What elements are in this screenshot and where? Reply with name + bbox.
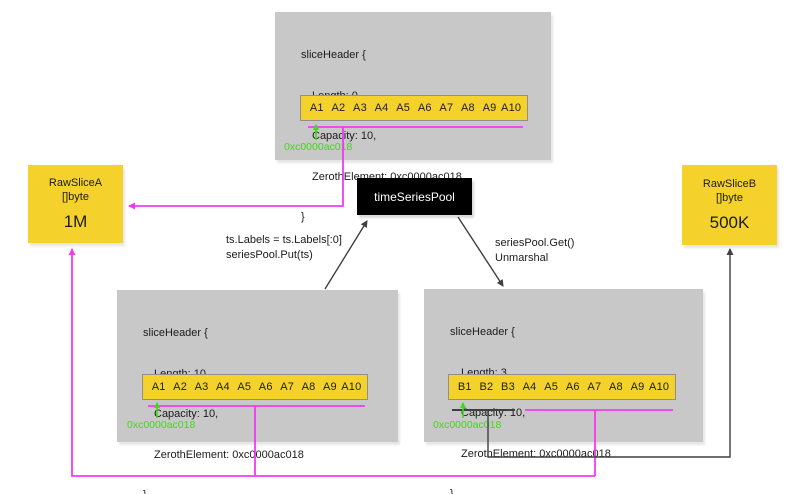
code-line: sliceHeader { — [450, 326, 515, 338]
array-cell: A2 — [173, 381, 188, 393]
top-array-strip: A1 A2 A3 A4 A5 A6 A7 A8 A9 A10 — [300, 95, 528, 121]
left-array-strip: A1 A2 A3 A4 A5 A6 A7 A8 A9 A10 — [142, 374, 368, 400]
raw-slice-b-type: []byte — [716, 192, 743, 204]
array-cell: B2 — [479, 381, 494, 393]
put-edge-label: ts.Labels = ts.Labels[:0] seriesPool.Put… — [226, 233, 342, 263]
array-cell: A6 — [565, 381, 580, 393]
raw-slice-b-size: 500K — [709, 213, 750, 232]
array-cell: A6 — [417, 102, 432, 114]
array-cell: A1 — [309, 102, 324, 114]
code-line: ZerothElement: 0xc0000ac018 — [154, 448, 304, 461]
array-cell: A3 — [194, 381, 209, 393]
left-zeroth-pointer-label: 0xc0000ac018 — [127, 419, 196, 431]
array-cell: A8 — [301, 381, 316, 393]
array-cell: A5 — [544, 381, 559, 393]
raw-slice-b-box: RawSliceB []byte 500K — [682, 165, 777, 245]
array-cell: A9 — [630, 381, 645, 393]
put-edge-line1: ts.Labels = ts.Labels[:0] — [226, 234, 342, 246]
array-cell: A1 — [151, 381, 166, 393]
array-cell: A8 — [461, 102, 475, 114]
array-cell: B1 — [457, 381, 472, 393]
array-cell: A8 — [609, 381, 623, 393]
get-edge-label: seriesPool.Get() Unmarshal — [495, 236, 574, 266]
time-series-pool-label: timeSeriesPool — [374, 189, 455, 204]
code-line: } — [301, 211, 305, 223]
code-line: sliceHeader { — [301, 49, 366, 61]
raw-slice-a-size: 1M — [63, 212, 88, 231]
raw-slice-a-title: RawSliceA — [48, 177, 103, 189]
array-cell: A10 — [649, 381, 670, 393]
array-cell: A3 — [353, 102, 367, 114]
array-cell: A10 — [501, 102, 522, 114]
array-cell: A10 — [341, 381, 362, 393]
get-edge-line2: Unmarshal — [495, 252, 549, 264]
array-cell: B3 — [501, 381, 515, 393]
code-line: } — [143, 489, 304, 494]
code-line: } — [450, 488, 454, 494]
array-cell: A9 — [482, 102, 497, 114]
array-cell: A5 — [237, 381, 252, 393]
array-cell: A4 — [374, 102, 389, 114]
top-sliceheader-box: sliceHeader { Length: 0, Capacity: 10, Z… — [275, 12, 551, 223]
raw-slice-b-title: RawSliceB — [702, 178, 757, 190]
right-zeroth-pointer-label: 0xc0000ac018 — [433, 419, 502, 431]
raw-slice-a-box: RawSliceA []byte 1M — [28, 165, 123, 243]
array-cell: A6 — [258, 381, 273, 393]
array-cell: A7 — [280, 381, 295, 393]
top-zeroth-pointer-label: 0xc0000ac018 — [284, 141, 353, 153]
array-cell: A4 — [522, 381, 537, 393]
put-edge-line2: seriesPool.Put(ts) — [226, 249, 313, 261]
array-cell: A2 — [331, 102, 346, 114]
get-edge-line1: seriesPool.Get() — [495, 237, 575, 249]
array-cell: A9 — [323, 381, 337, 393]
code-line: sliceHeader { — [143, 327, 208, 339]
top-sliceheader-code: sliceHeader { Length: 0, Capacity: 10, Z… — [301, 22, 462, 252]
time-series-pool-node: timeSeriesPool — [357, 178, 472, 215]
array-cell: A7 — [587, 381, 602, 393]
array-cell: A4 — [215, 381, 230, 393]
array-cell: A5 — [396, 102, 411, 114]
array-cell: A7 — [439, 102, 454, 114]
right-array-strip: B1 B2 B3 A4 A5 A6 A7 A8 A9 A10 — [448, 374, 676, 400]
code-line: ZerothElement: 0xc0000ac018 — [461, 447, 611, 460]
raw-slice-a-type: []byte — [62, 191, 89, 203]
